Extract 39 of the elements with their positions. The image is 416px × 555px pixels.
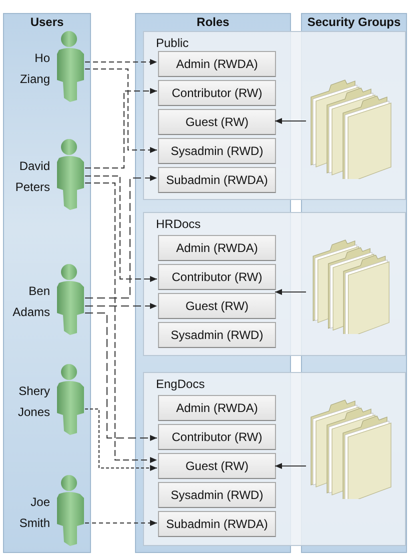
column-title: Roles <box>196 15 230 29</box>
role-group-panel <box>143 372 406 546</box>
role-box: Sysadmin (RWD) <box>158 322 276 348</box>
group-title: EngDocs <box>156 377 205 391</box>
role-box: Admin (RWDA) <box>158 51 276 77</box>
dashed-arrow <box>84 303 158 309</box>
dashed-arrow <box>84 88 158 168</box>
role-box: Subadmin (RWDA) <box>158 511 276 537</box>
dashed-arrow <box>84 312 158 441</box>
column-title: Users <box>29 15 65 29</box>
role-box: Subadmin (RWDA) <box>158 167 276 193</box>
role-box: Admin (RWDA) <box>158 395 276 421</box>
role-box: Contributor (RW) <box>158 424 276 450</box>
role-box: Sysadmin (RWD) <box>158 482 276 508</box>
user-name: Ben Adams <box>12 283 50 321</box>
role-box: Guest (RW) <box>158 293 276 319</box>
role-group-panel <box>143 31 406 200</box>
column-title: Security Groups <box>306 15 402 29</box>
arrow <box>274 118 306 124</box>
dashed-arrow <box>84 408 158 471</box>
dashed-arrow <box>84 182 158 463</box>
group-title: HRDocs <box>156 217 201 231</box>
arrow <box>274 463 306 469</box>
role-box: Guest (RW) <box>158 109 276 135</box>
role-box: Guest (RW) <box>158 453 276 479</box>
user-name: Ho Ziang <box>18 50 50 88</box>
arrow <box>274 289 306 295</box>
role-box: Contributor (RW) <box>158 80 276 106</box>
dashed-arrow <box>84 68 158 153</box>
user-name: Joe Smith <box>18 494 50 532</box>
role-box: Sysadmin (RWD) <box>158 138 276 164</box>
user-name: David Peters <box>14 158 50 196</box>
group-title: Public <box>156 36 189 50</box>
role-box: Admin (RWDA) <box>158 235 276 261</box>
role-box: Contributor (RW) <box>158 264 276 290</box>
user-name: Shery Jones <box>16 383 50 421</box>
dashed-arrow <box>84 520 158 526</box>
role-group-panel <box>143 212 406 356</box>
dashed-arrow <box>84 59 158 65</box>
